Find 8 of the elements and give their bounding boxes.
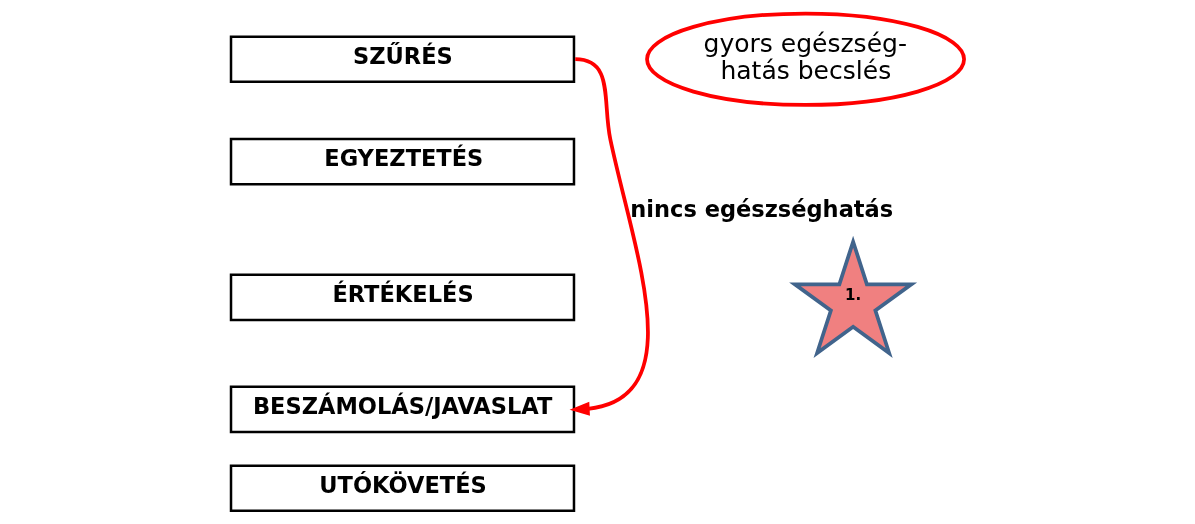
node-box: ÉRTÉKELÉS <box>229 273 576 322</box>
node-box: BESZÁMOLÁS/JAVASLAT <box>229 385 576 434</box>
edge-label: nincs egészséghatás <box>630 196 894 223</box>
node-box: EGYEZTETÉS <box>229 137 576 186</box>
node-box: SZŰRÉS <box>229 35 576 83</box>
node-box: UTÓKÖVETÉS <box>229 464 576 513</box>
node-ellipse: gyors egészség-hatás becslés <box>645 11 966 107</box>
arrow <box>569 57 650 416</box>
